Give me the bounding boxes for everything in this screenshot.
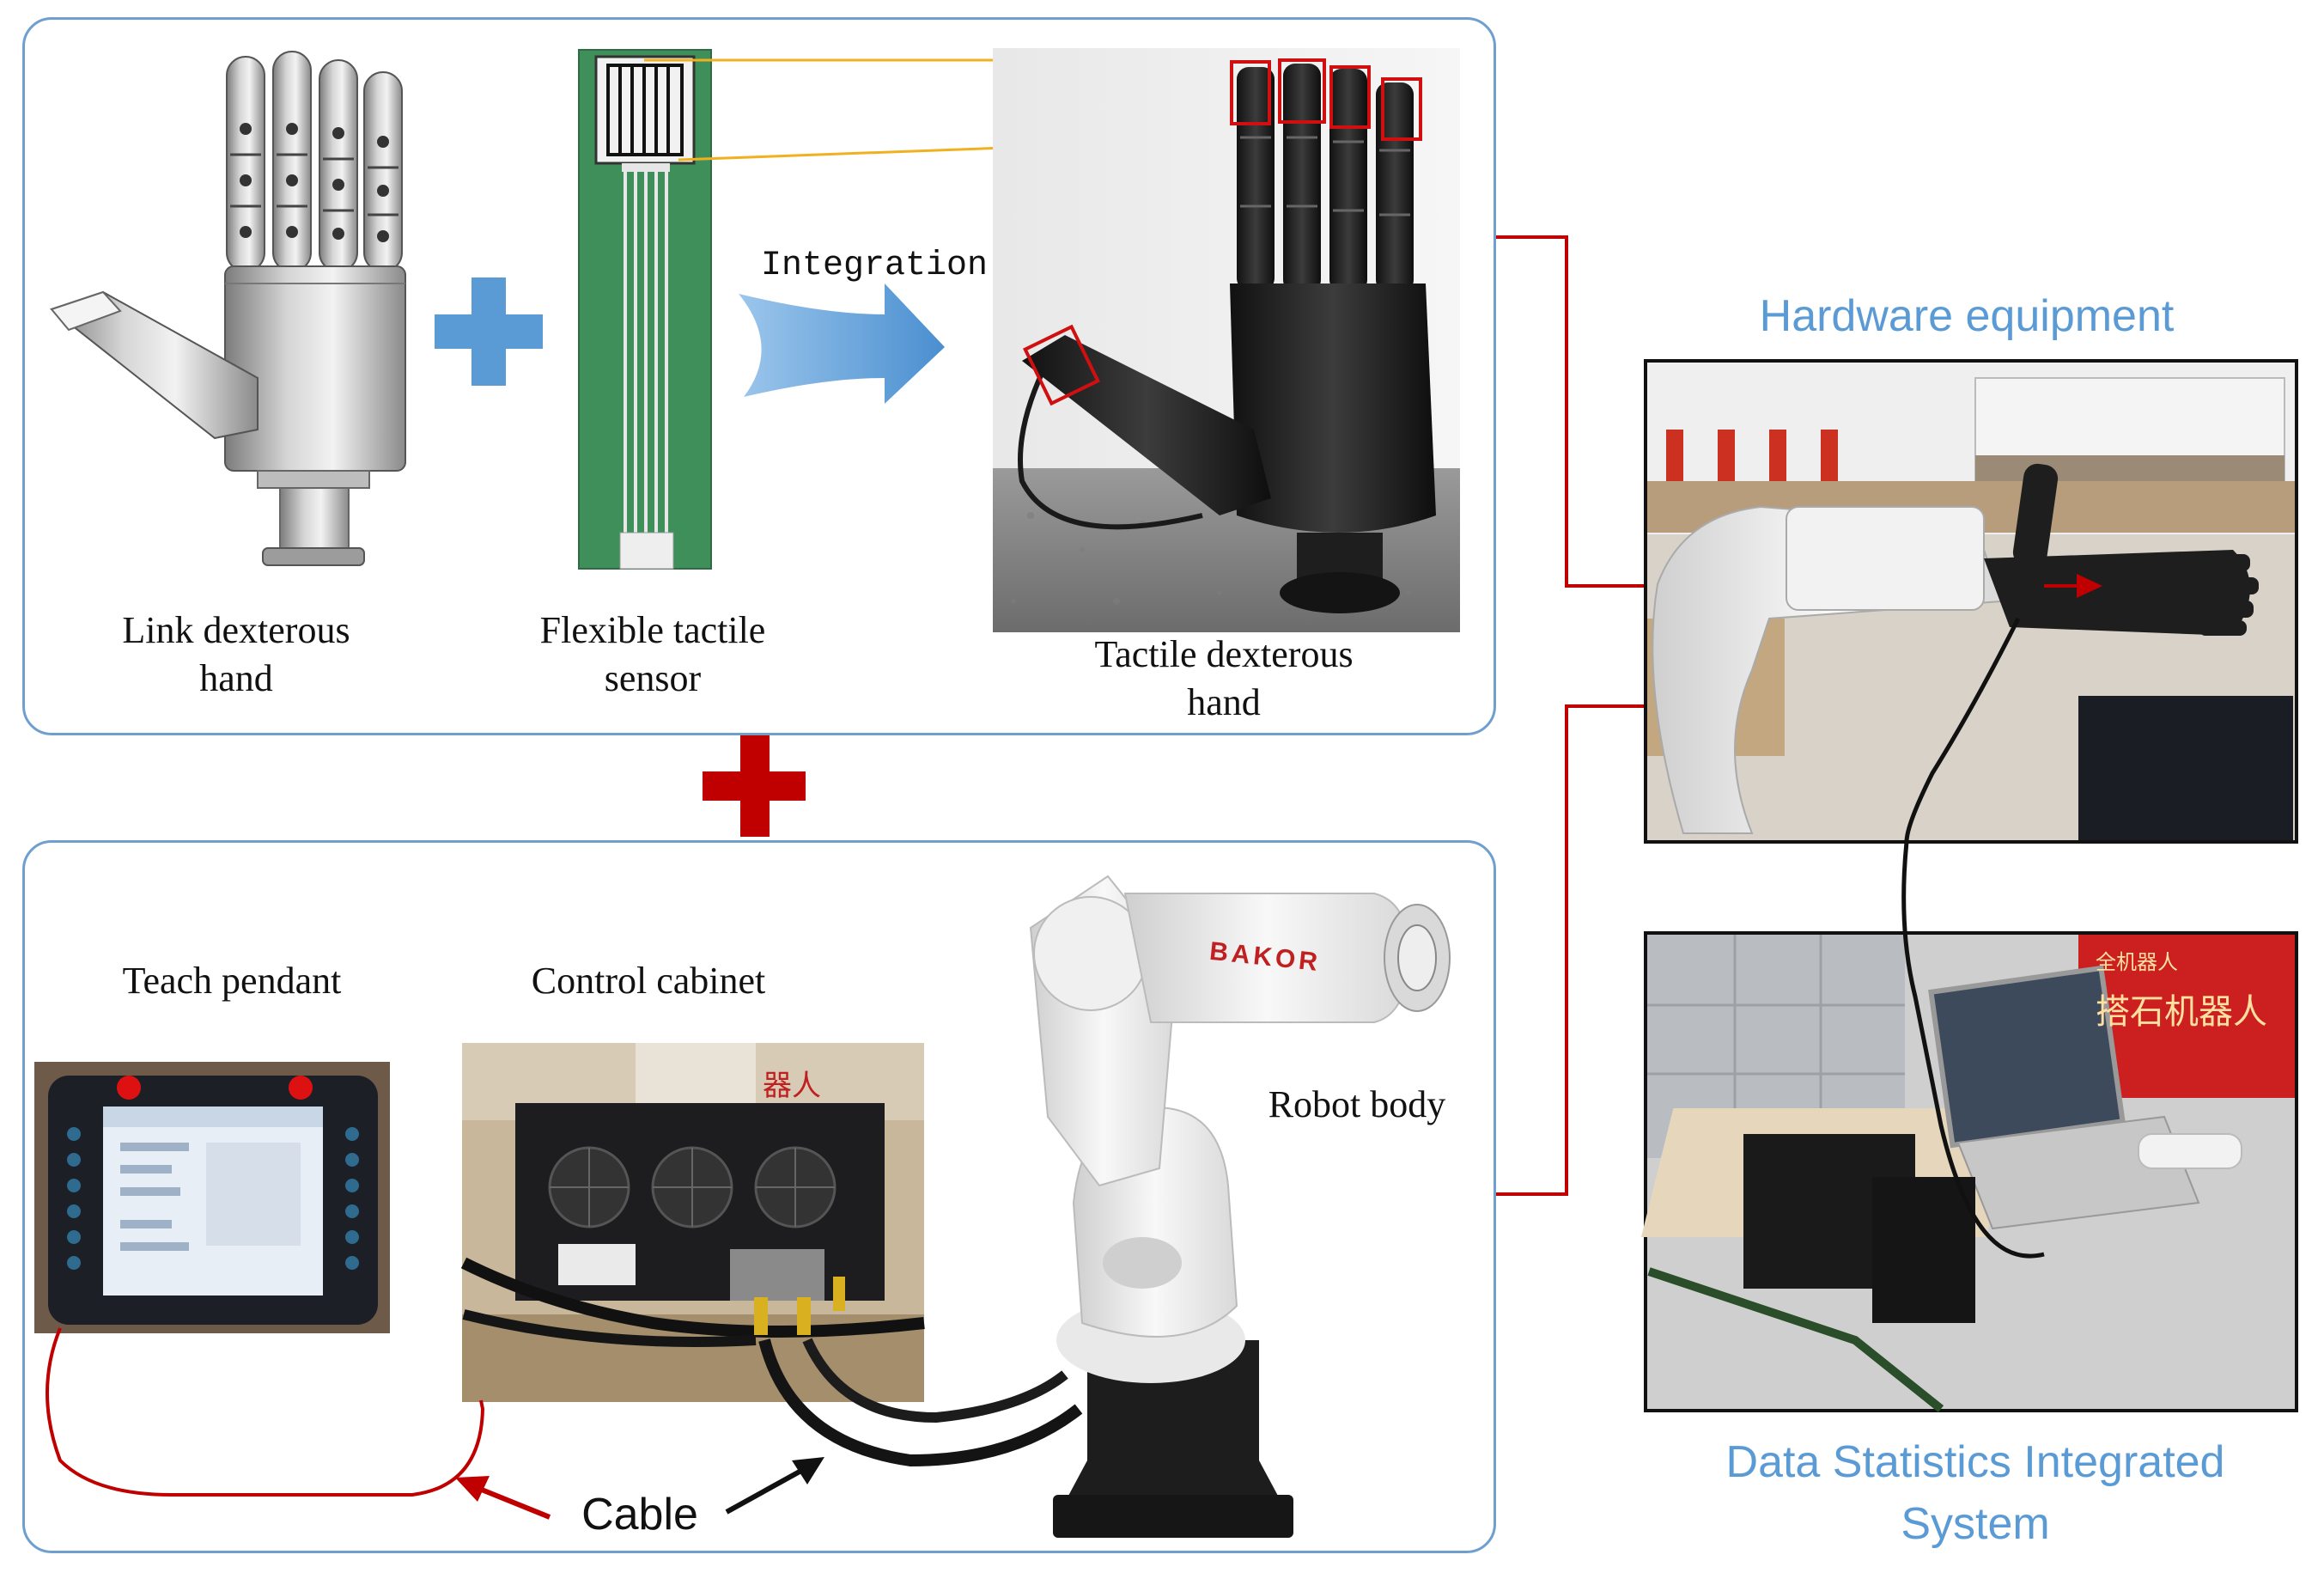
data-statistics-system-title-line1: Data Statistics Integrated	[1725, 1437, 2225, 1487]
cable-label: Cable	[581, 1490, 698, 1539]
teach-pendant-label: Teach pendant	[122, 960, 342, 1002]
link-dexterous-hand-label: Link dexterous hand	[94, 607, 378, 703]
plus-icon	[703, 735, 806, 837]
link-dexterous-hand-label-line2: hand	[199, 657, 273, 699]
cabinet-sign-text: 器人	[763, 1069, 821, 1103]
flexible-tactile-sensor-label: Flexible tactile sensor	[507, 607, 799, 703]
flexible-tactile-sensor-label-line2: sensor	[604, 657, 702, 699]
flexible-tactile-sensor-label-line1: Flexible tactile	[539, 609, 766, 651]
tactile-dexterous-hand-label: Tactile dexterous hand	[1065, 631, 1383, 727]
hardware-equipment-title: Hardware equipment	[1759, 291, 2175, 341]
tactile-dexterous-hand-label-line1: Tactile dexterous	[1094, 633, 1354, 675]
data-statistics-system-title: Data Statistics Integrated System	[1658, 1431, 2293, 1555]
tactile-dexterous-hand-label-line2: hand	[1187, 681, 1261, 723]
robot-body-label: Robot body	[1268, 1083, 1446, 1125]
link-dexterous-hand-label-line1: Link dexterous	[122, 609, 350, 651]
lab-sign-text-line2: 搭石机器人	[2096, 992, 2267, 1032]
lab-sign-text: 全机器人 搭石机器人	[2096, 945, 2293, 1033]
integration-label: Integration	[760, 247, 989, 285]
data-statistics-system-title-line2: System	[1901, 1499, 2050, 1549]
lab-sign-text-line1: 全机器人	[2096, 950, 2178, 974]
control-cabinet-label: Control cabinet	[531, 960, 766, 1002]
